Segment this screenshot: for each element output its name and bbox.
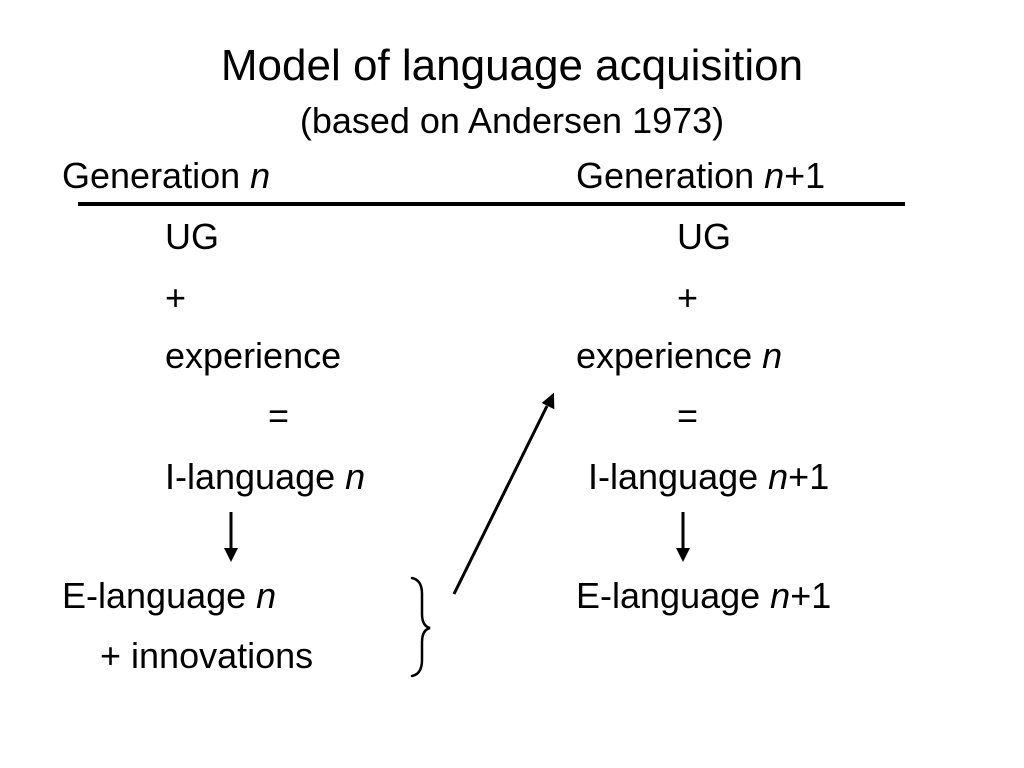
left-elang-var: n (256, 575, 277, 616)
slide-title: Model of language acquisition (220, 41, 804, 90)
right-elang-text: E-language (576, 575, 771, 616)
right-e-language: E-language n+1 (576, 578, 831, 614)
right-elang-var: n (770, 575, 791, 616)
left-ug: UG (165, 216, 219, 257)
right-ilang-var: n (768, 456, 789, 497)
right-i-language: I-language n+1 (588, 459, 829, 495)
right-curly-brace (410, 576, 431, 678)
slide-subtitle: (based on Andersen 1973) (299, 100, 725, 141)
header-divider (78, 202, 905, 206)
left-ilang-var: n (345, 456, 366, 497)
right-plus: + (677, 277, 699, 318)
right-ug: UG (677, 216, 731, 257)
right-equals: = (677, 395, 699, 436)
right-down-arrow (676, 512, 690, 562)
right-experience-var: n (762, 335, 783, 376)
right-experience: experience n (576, 338, 782, 374)
right-experience-text: experience (576, 335, 763, 376)
diagonal-arrow (452, 392, 555, 595)
left-innovations: + innovations (100, 635, 314, 676)
right-elang-suffix: +1 (790, 575, 832, 616)
left-heading-var: n (250, 155, 271, 196)
left-generation-heading: Generation n (62, 158, 270, 194)
left-e-language: E-language n (62, 578, 276, 614)
left-experience: experience (165, 335, 342, 376)
left-elang-text: E-language (62, 575, 257, 616)
right-ilang-text: I-language (588, 456, 769, 497)
left-plus: + (165, 277, 187, 318)
left-equals: = (268, 395, 290, 436)
right-generation-heading: Generation n+1 (576, 158, 825, 194)
right-heading-text: Generation (576, 155, 765, 196)
right-heading-suffix: +1 (784, 155, 826, 196)
right-heading-var: n (764, 155, 785, 196)
left-ilang-text: I-language (165, 456, 346, 497)
left-heading-text: Generation (62, 155, 251, 196)
right-ilang-suffix: +1 (788, 456, 830, 497)
left-i-language: I-language n (165, 459, 365, 495)
left-down-arrow (224, 512, 238, 562)
